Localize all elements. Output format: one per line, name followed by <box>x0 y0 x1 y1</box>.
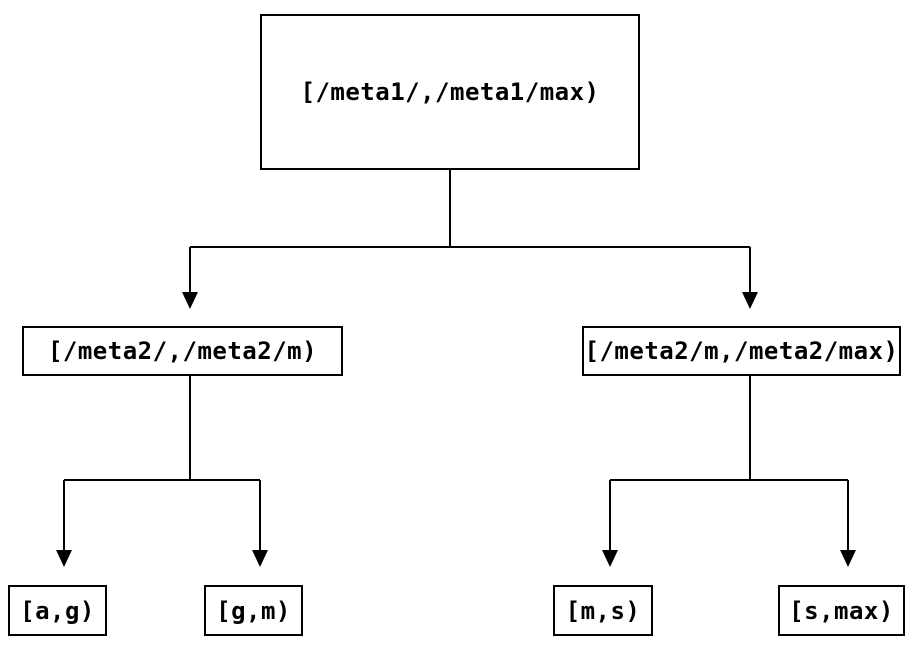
node-leaf-smax-label: [s,max) <box>789 596 894 625</box>
node-leaf-gm: [g,m) <box>204 585 303 636</box>
node-mid-left-label: [/meta2/,/meta2/m) <box>47 337 318 365</box>
node-mid-left: [/meta2/,/meta2/m) <box>22 326 343 376</box>
node-leaf-ag-label: [a,g) <box>20 596 95 625</box>
node-mid-right-label: [/meta2/m,/meta2/max) <box>584 337 899 365</box>
node-root: [/meta1/,/meta1/max) <box>260 14 640 170</box>
node-mid-right: [/meta2/m,/meta2/max) <box>582 326 901 376</box>
node-root-label: [/meta1/,/meta1/max) <box>300 78 600 106</box>
arrowhead-mid-right <box>742 292 758 309</box>
arrowhead-leaf-ag <box>56 550 72 567</box>
node-leaf-smax: [s,max) <box>778 585 905 636</box>
arrowhead-leaf-gm <box>252 550 268 567</box>
node-leaf-ag: [a,g) <box>8 585 107 636</box>
node-leaf-gm-label: [g,m) <box>216 596 291 625</box>
node-leaf-ms: [m,s) <box>553 585 653 636</box>
arrowhead-mid-left <box>182 292 198 309</box>
node-leaf-ms-label: [m,s) <box>565 596 641 625</box>
arrowhead-leaf-ms <box>602 550 618 567</box>
arrowhead-leaf-smax <box>840 550 856 567</box>
